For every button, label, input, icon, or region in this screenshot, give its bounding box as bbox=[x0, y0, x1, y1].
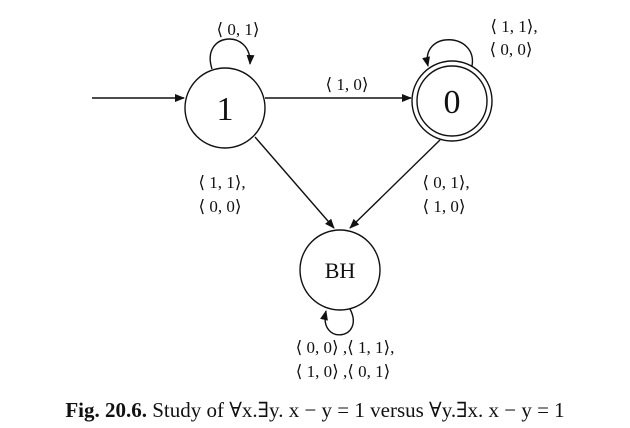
edge-loop-1-label: ⟨ 0, 1⟩ bbox=[216, 20, 259, 39]
edge-loop-bh-label-line1: ⟨ 0, 0⟩ ,⟨ 1, 1⟩, bbox=[296, 338, 395, 357]
figure-caption: Fig. 20.6. Study of ∀x.∃y. x − y = 1 ver… bbox=[0, 398, 630, 423]
edge-0-to-bh bbox=[349, 139, 441, 229]
edge-loop-1 bbox=[209, 38, 255, 70]
state-bh[interactable]: BH bbox=[299, 229, 381, 311]
edge-1-to-0-label: ⟨ 1, 0⟩ bbox=[325, 75, 368, 94]
edge-loop-bh bbox=[320, 308, 354, 336]
automaton-diagram: 1 0 BH ⟨ 0, 1⟩ ⟨ 1, 0⟩ ⟨ 1, 1⟩, ⟨ 0, 0⟩ … bbox=[92, 17, 538, 381]
edge-0-to-bh-label-line2: ⟨ 1, 0⟩ bbox=[422, 197, 465, 216]
state-0-accepting[interactable]: 0 bbox=[411, 60, 493, 142]
edge-1-to-bh bbox=[254, 136, 335, 229]
edge-1-to-bh-label-line2: ⟨ 0, 0⟩ bbox=[198, 197, 241, 216]
state-1[interactable]: 1 bbox=[184, 67, 266, 149]
edge-loop-0-label-line2: ⟨ 0, 0⟩ bbox=[489, 40, 532, 59]
state-bh-label: BH bbox=[325, 258, 356, 283]
edge-loop-bh-label-line2: ⟨ 1, 0⟩ ,⟨ 0, 1⟩ bbox=[296, 362, 391, 381]
edge-loop-0 bbox=[422, 39, 473, 67]
edge-0-to-bh-label-line1: ⟨ 0, 1⟩, bbox=[422, 173, 469, 192]
figure-number: Fig. 20.6. bbox=[65, 398, 147, 422]
edge-loop-0-label-line1: ⟨ 1, 1⟩, bbox=[490, 17, 537, 36]
figure-caption-text: Study of ∀x.∃y. x − y = 1 versus ∀y.∃x. … bbox=[152, 398, 565, 422]
state-0-label: 0 bbox=[444, 84, 461, 121]
state-1-label: 1 bbox=[217, 91, 234, 128]
edge-1-to-bh-label-line1: ⟨ 1, 1⟩, bbox=[198, 173, 245, 192]
